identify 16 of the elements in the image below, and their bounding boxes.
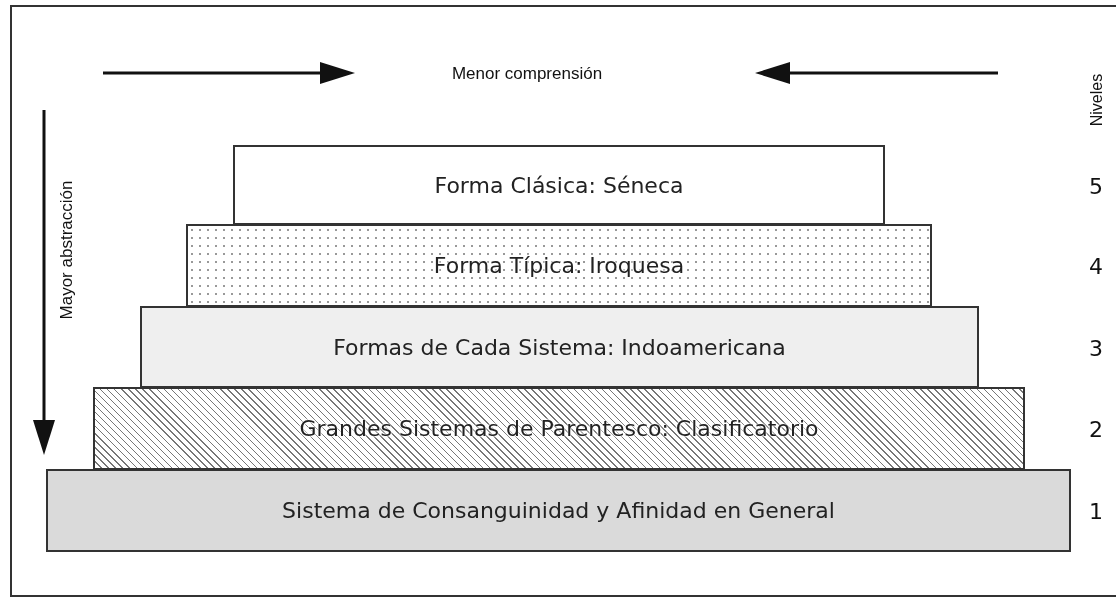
axis-label: Mayor abstracción (57, 180, 77, 320)
level-title: Forma Típica: Iroquesa (433, 253, 685, 278)
level-title: Forma Clásica: Séneca (434, 172, 684, 198)
level-box (46, 469, 1071, 552)
level-box (233, 145, 885, 225)
level-box (186, 224, 932, 307)
level-number: 2 (1089, 416, 1103, 442)
level-number: 3 (1089, 335, 1103, 361)
level-number: 5 (1089, 173, 1103, 199)
level-title: Formas de Cada Sistema: Indoamericana (333, 334, 786, 360)
level-number: 1 (1089, 498, 1103, 524)
level-number: 4 (1089, 253, 1103, 279)
level-box (140, 306, 979, 388)
axis-label: Menor comprensión (451, 64, 603, 84)
column-heading: Niveles (1088, 73, 1106, 127)
level-title: Sistema de Consanguinidad y Afinidad en General (282, 498, 835, 523)
